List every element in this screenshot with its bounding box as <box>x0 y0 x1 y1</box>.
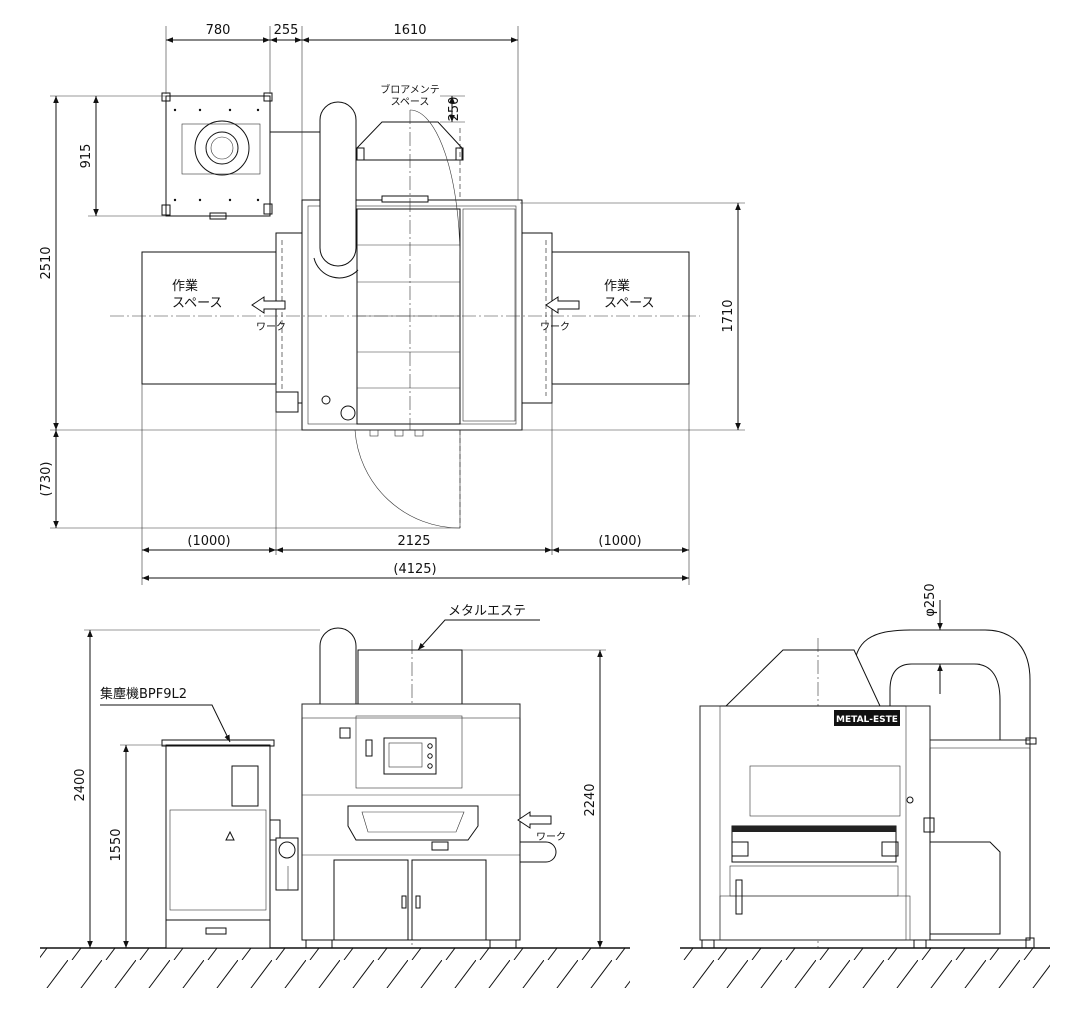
hood-plan <box>356 121 463 161</box>
work-arrow-left <box>251 296 286 314</box>
infeed-opening <box>347 805 479 841</box>
machine-body-side <box>699 705 931 941</box>
dim-1610: 1610 <box>393 23 426 38</box>
label-blower-maint-1: ブロアメンテ <box>380 83 440 96</box>
dim-1550: 1550 <box>109 828 124 861</box>
duct-front <box>319 627 357 704</box>
label-nameplate: METAL-ESTE <box>836 715 898 725</box>
dim-phi-250: φ250 <box>923 583 938 616</box>
dim-2125: 2125 <box>397 534 430 549</box>
label-work-space-right-1: 作業 <box>604 278 630 294</box>
dim-2400: 2400 <box>73 768 88 801</box>
label-work-left: ワーク <box>256 321 286 333</box>
front-view: メタルエステ 集塵機BPF9L2 ワーク 2400 1550 2240 <box>40 604 630 988</box>
dust-collector-plan <box>161 92 273 220</box>
dust-collector-front <box>161 739 281 949</box>
label-blower-maint-2: スペース <box>391 97 430 108</box>
dim-255: 255 <box>274 23 299 38</box>
collector-box-side <box>929 739 1031 941</box>
infeed-table-left <box>275 232 307 404</box>
label-work-space-left-2: スペース <box>172 296 222 311</box>
label-metal-este: メタルエステ <box>448 604 526 619</box>
side-view: METAL-ESTE φ250 <box>680 583 1050 988</box>
label-work-front: ワーク <box>536 831 566 843</box>
label-dust-collector: 集塵機BPF9L2 <box>100 686 187 702</box>
cabinet-door-left <box>333 859 409 941</box>
dim-915: 915 <box>79 144 94 169</box>
work-space-right <box>551 251 690 385</box>
hood-side <box>724 649 881 707</box>
dim-2510: 2510 <box>39 246 54 279</box>
dim-780: 780 <box>206 23 231 38</box>
nameplate-box <box>834 710 900 726</box>
dim-4125: (4125) <box>393 562 436 577</box>
cabinet-door-right <box>411 859 487 941</box>
dim-730: (730) <box>39 462 54 497</box>
duct-plan <box>319 101 357 267</box>
label-work-space-left-1: 作業 <box>172 278 198 294</box>
dim-1000-right: (1000) <box>598 534 641 549</box>
dim-1000-left: (1000) <box>187 534 230 549</box>
hood-front <box>357 649 463 705</box>
control-unit-plan <box>275 391 299 413</box>
label-work-space-right-2: スペース <box>604 296 654 311</box>
belt-area-plan <box>356 208 461 425</box>
work-arrow-front <box>517 811 552 829</box>
dim-250-blower: 250 <box>447 97 462 122</box>
dim-2240: 2240 <box>583 783 598 816</box>
plan-view: 780 255 1610 250 915 2510 (730) 1710 (10… <box>39 23 745 585</box>
work-space-left <box>141 251 277 385</box>
label-work-right: ワーク <box>540 321 570 333</box>
dim-1710: 1710 <box>721 299 736 332</box>
work-arrow-right <box>545 296 580 314</box>
infeed-table-right <box>517 232 553 404</box>
blower-motor <box>275 837 299 891</box>
